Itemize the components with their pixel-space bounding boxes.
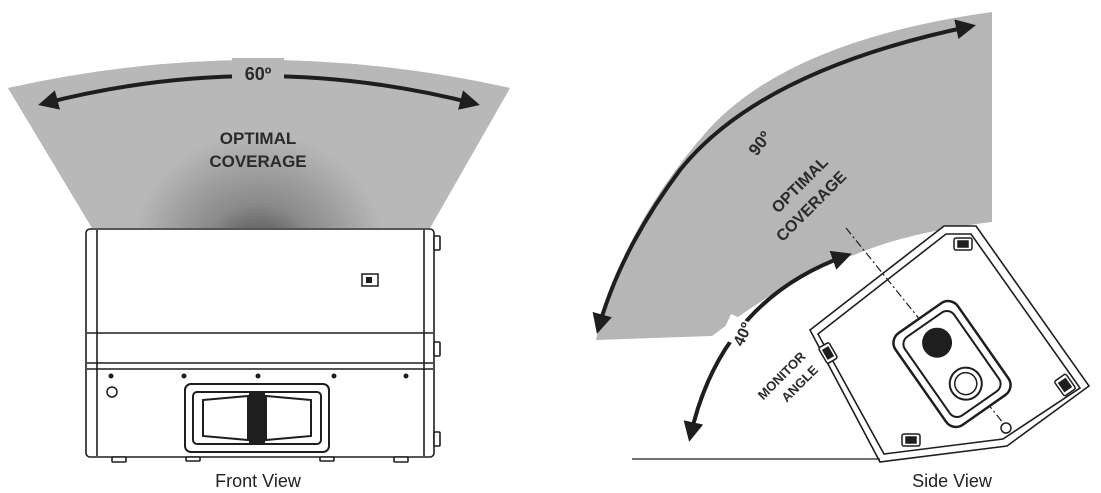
front-view-caption: Front View (215, 471, 302, 491)
front-view: 60º OPTIMAL COVERAGE (8, 58, 510, 491)
front-horn-handle (184, 383, 330, 453)
side-view-caption: Side View (912, 471, 993, 491)
side-pole-socket (1000, 422, 1012, 434)
side-coverage-arrow (592, 19, 976, 334)
front-angle-label: 60º (245, 64, 272, 84)
side-driver-panel (892, 299, 1012, 429)
side-view: 90º OPTIMAL COVERAGE (592, 12, 1091, 491)
front-screws (108, 373, 409, 379)
front-pole-socket (106, 386, 118, 398)
front-angle-label-bg (232, 58, 284, 84)
front-coverage-label-line1: OPTIMAL (220, 129, 297, 148)
monitor-angle-value-bg (720, 314, 762, 352)
front-speaker-cabinet (85, 228, 441, 463)
front-logo-badge-mark (366, 277, 372, 283)
side-angle-label-bg (731, 115, 785, 169)
front-coverage-label-line2: COVERAGE (209, 152, 306, 171)
